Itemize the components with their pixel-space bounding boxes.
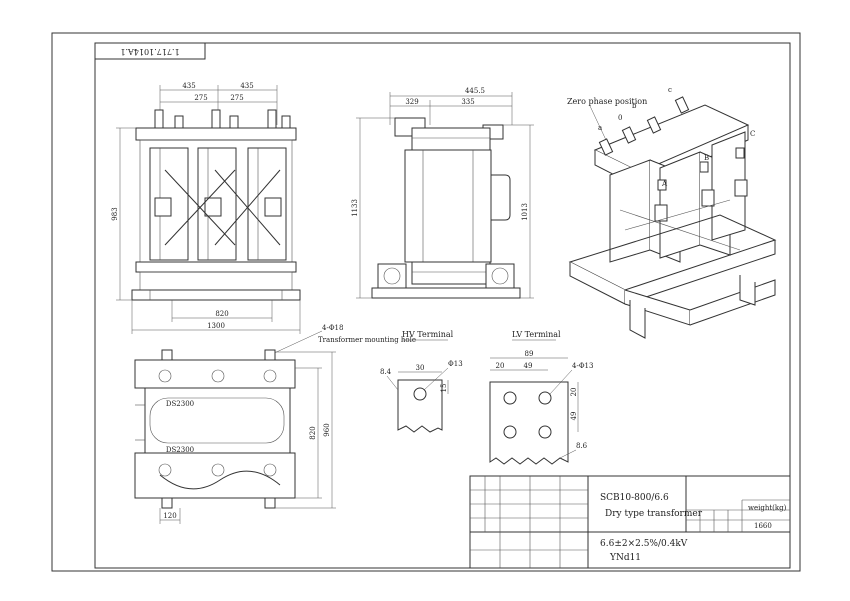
phase-0: 0 bbox=[618, 114, 622, 122]
weight-label: weight(kg) bbox=[748, 504, 787, 512]
isometric-view: Zero phase position a b c A B C bbox=[567, 86, 777, 339]
phase-B-upper: B bbox=[704, 154, 709, 162]
plan-dim-820: 820 bbox=[309, 426, 317, 439]
hole-label: Transformer mounting hole bbox=[318, 336, 416, 344]
side-dim-335: 335 bbox=[461, 98, 474, 106]
drawing-code: 1.717.1014A.1 bbox=[120, 47, 179, 56]
front-view: 435 435 275 275 bbox=[111, 82, 301, 334]
side-view: 445.5 329 335 1133 1013 bbox=[351, 87, 534, 299]
zero-phase-label: Zero phase position bbox=[567, 97, 647, 106]
front-dim-top-4: 275 bbox=[230, 94, 243, 102]
plan-dim-120: 120 bbox=[163, 512, 176, 520]
lv-terminal-detail: LV Terminal 89 20 49 4-Φ13 20 49 8.6 bbox=[489, 330, 593, 465]
vector-group: YNd11 bbox=[609, 553, 641, 563]
voltage-rating: 6.6±2×2.5%/0.4kV bbox=[600, 539, 688, 549]
hv-dim-phi13: Φ13 bbox=[448, 360, 463, 368]
hv-dim-15: 15 bbox=[440, 384, 448, 393]
hv-dim-8-4: 8.4 bbox=[380, 368, 392, 376]
front-dim-820: 820 bbox=[215, 310, 228, 318]
front-dim-top-3: 275 bbox=[194, 94, 207, 102]
phase-A-upper: A bbox=[661, 180, 668, 188]
hv-dim-30: 30 bbox=[416, 364, 425, 372]
lv-dim-49: 49 bbox=[524, 362, 533, 370]
lv-terminal-title: LV Terminal bbox=[512, 330, 561, 339]
title-block: SCB10-800/6.6 Dry type transformer 6.6±2… bbox=[469, 475, 791, 569]
phase-b-lower: b bbox=[632, 102, 637, 110]
phase-a-lower: a bbox=[598, 124, 602, 132]
hole-spec: 4-Φ18 bbox=[322, 324, 343, 332]
iso-terminals bbox=[598, 96, 745, 191]
weight-value: 1660 bbox=[754, 522, 772, 530]
lv-dim-49-vert: 49 bbox=[570, 412, 578, 421]
lv-dim-4-phi13: 4-Φ13 bbox=[572, 362, 593, 370]
lv-dim-20: 20 bbox=[496, 362, 505, 370]
front-dim-top-1: 435 bbox=[182, 82, 195, 90]
lv-dim-89: 89 bbox=[525, 350, 534, 358]
drawing-code-box: 1.717.1014A.1 bbox=[94, 42, 206, 60]
model-number: SCB10-800/6.6 bbox=[600, 493, 669, 503]
phase-C-upper: C bbox=[750, 130, 755, 138]
outer-border bbox=[51, 32, 801, 572]
front-dim-1300: 1300 bbox=[207, 322, 225, 330]
side-dim-329: 329 bbox=[405, 98, 418, 106]
side-dim-445: 445.5 bbox=[465, 87, 485, 95]
inner-border bbox=[94, 42, 791, 569]
side-dim-1133: 1133 bbox=[351, 199, 359, 217]
hv-terminal-detail: HV Terminal 30 8.4 Φ13 15 bbox=[380, 330, 463, 433]
side-dim-1013: 1013 bbox=[521, 203, 529, 221]
plan-nameplate-bottom: DS2300 bbox=[166, 446, 194, 454]
front-dim-top-2: 435 bbox=[240, 82, 253, 90]
lv-dim-20-vert: 20 bbox=[570, 388, 578, 397]
plan-view: 4-Φ18 Transformer mounting hole DS2300 D… bbox=[134, 324, 416, 524]
front-dim-height: 983 bbox=[111, 207, 119, 220]
phase-c-lower: c bbox=[668, 86, 672, 94]
hv-terminal-title: HV Terminal bbox=[402, 330, 454, 339]
plan-nameplate-top: DS2300 bbox=[166, 400, 194, 408]
lv-dim-8-6: 8.6 bbox=[576, 442, 588, 450]
transformer-type: Dry type transformer bbox=[605, 509, 703, 519]
plan-dim-960: 960 bbox=[323, 423, 331, 436]
